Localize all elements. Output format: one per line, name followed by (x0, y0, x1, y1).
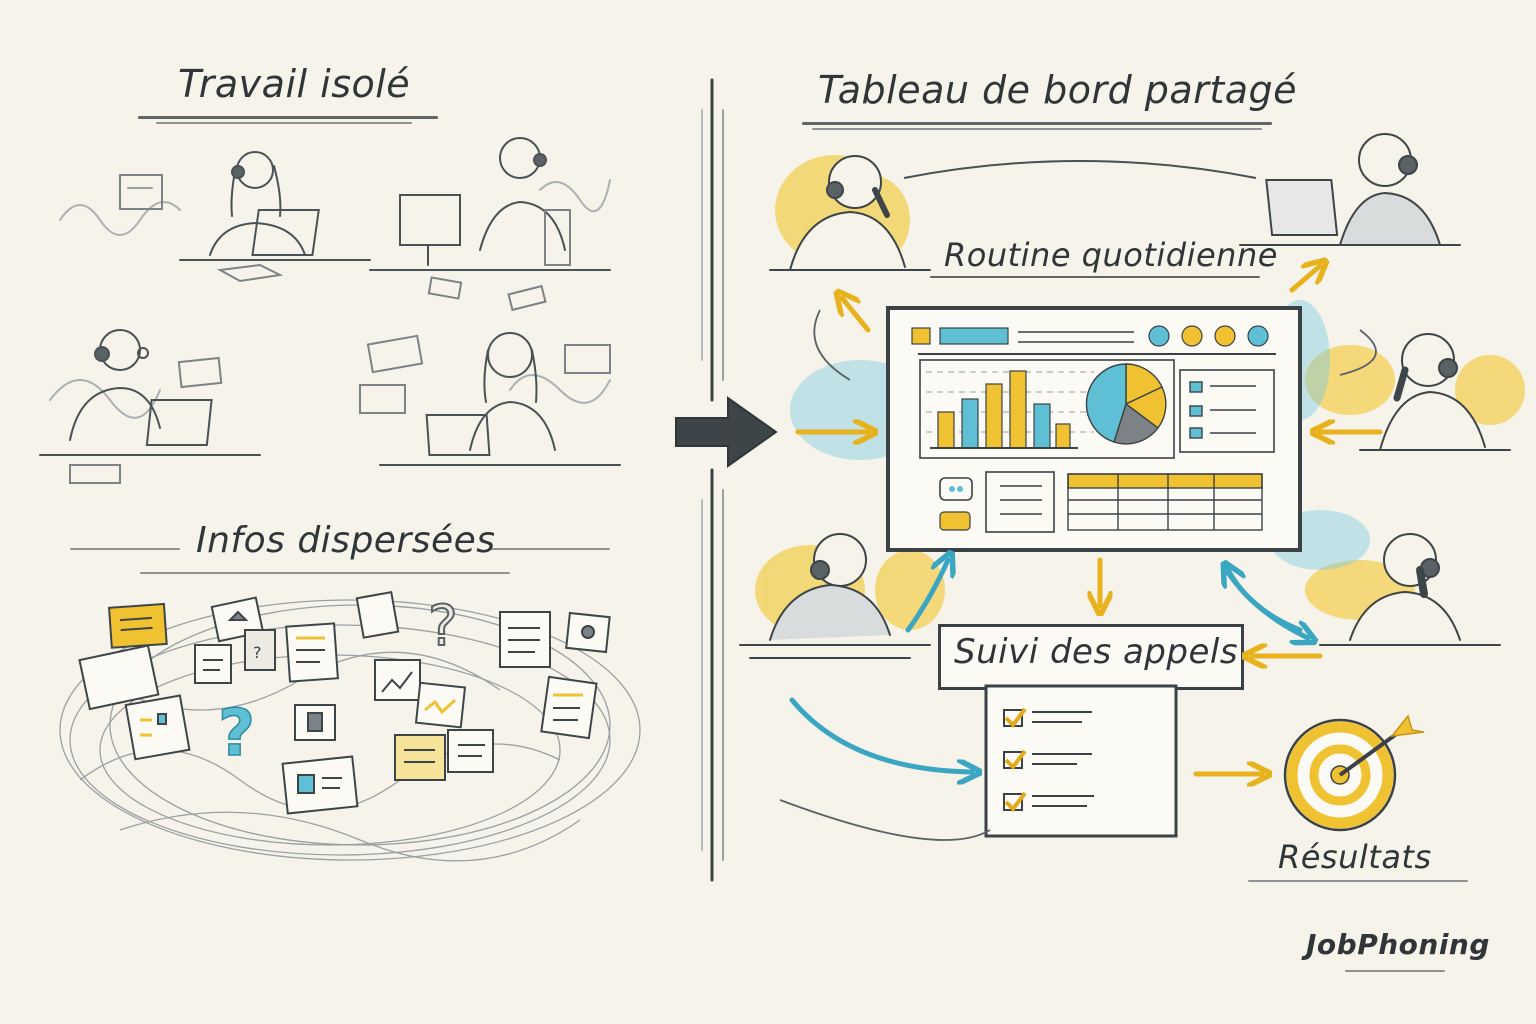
isolated-workers-illustration (39, 137, 621, 484)
center-divider (701, 78, 724, 882)
doc-yellow-lines (540, 675, 598, 740)
doc-graph-yellow (414, 681, 467, 729)
doc-right-lines (499, 611, 551, 668)
right-title-underline-2 (812, 128, 1262, 130)
transition-arrow-icon (675, 396, 778, 468)
dashboard-table (1067, 473, 1263, 531)
left-title-underline (138, 116, 438, 119)
brand-underline (1345, 970, 1445, 972)
dashboard-dot-1 (1148, 325, 1170, 347)
left-subtitle-underline-left (70, 548, 180, 550)
agent-top-left (769, 155, 931, 271)
worker-3 (39, 329, 261, 484)
arrow-bidirectional-blue-back (1228, 570, 1303, 633)
scattered-info-cloud: ? ? ? (59, 591, 641, 862)
routine-label: Routine quotidienne (944, 236, 1278, 274)
worker-4 (359, 332, 621, 466)
note-yellow (78, 602, 168, 711)
dashboard-bar-chart (937, 370, 1071, 449)
agent-bottom-left (739, 533, 931, 659)
arrow-to-top-left-agent (842, 298, 871, 333)
doc-small (194, 644, 232, 684)
doc-center-image (294, 704, 336, 741)
target-icon (1283, 714, 1425, 832)
results-label: Résultats (1278, 838, 1432, 876)
brand-logo: JobPhoning (1306, 928, 1490, 961)
agent-mid-right (1359, 333, 1511, 451)
left-subtitle: Infos dispersées (196, 520, 496, 561)
shared-dashboard (886, 306, 1302, 552)
worker-2 (369, 137, 611, 312)
doc-heart (565, 611, 611, 654)
doc-image-blue (281, 755, 359, 815)
arrow-to-checklist-blue (789, 697, 972, 772)
dashboard-dot-2 (1181, 325, 1203, 347)
question-mark-grey: ? (427, 593, 459, 660)
left-subtitle-underline-right (490, 548, 610, 550)
tracking-label: Suivi des appels (954, 632, 1239, 672)
svg-text:?: ? (218, 697, 255, 771)
agent-top-right (1239, 133, 1461, 246)
agent-bottom-right (1319, 533, 1501, 646)
routine-underline (930, 276, 1260, 278)
right-title: Tableau de bord partagé (818, 68, 1298, 112)
arrow-to-top-right-agent (1289, 266, 1320, 293)
call-tracking-checklist (984, 684, 1178, 838)
doc-blue-chip (124, 694, 191, 761)
doc-slash (355, 591, 400, 639)
left-subtitle-underline-bottom (140, 572, 510, 574)
right-title-underline (802, 122, 1272, 125)
dashboard-checklist (1189, 381, 1256, 439)
dashboard-dot-3 (1214, 325, 1236, 347)
flow-arrows (779, 160, 1383, 841)
worker-1 (119, 151, 371, 283)
svg-text:?: ? (428, 594, 458, 659)
tracking-label-box (938, 624, 1244, 690)
top-arc (903, 160, 1257, 179)
doc-lines (285, 622, 339, 683)
doc-lines-yellow (394, 734, 446, 781)
doc-overlap (447, 729, 494, 773)
dashboard-dot-4 (1247, 325, 1269, 347)
left-title-underline-2 (156, 122, 412, 124)
arrow-agent-to-dashboard-blue (905, 560, 948, 633)
doc-chart-up (374, 659, 421, 701)
dashboard-pie-chart (1085, 363, 1167, 445)
left-title: Travail isolé (178, 62, 411, 106)
question-mark-blue: ? (217, 696, 256, 772)
svg-text:?: ? (253, 643, 262, 662)
doc-question: ? (244, 629, 276, 671)
results-underline (1248, 880, 1468, 882)
